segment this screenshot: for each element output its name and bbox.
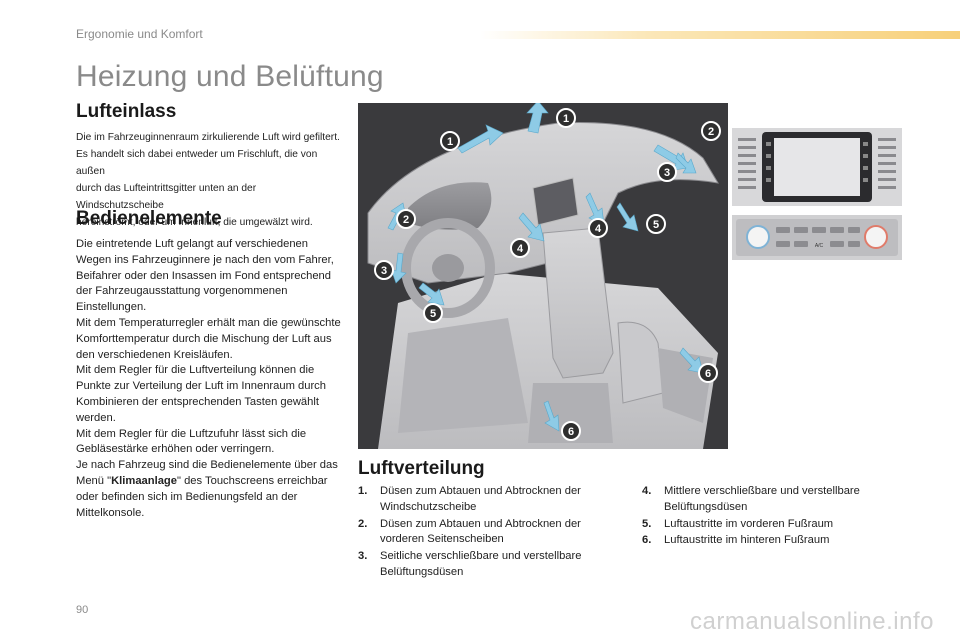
- rear-footwell-left: [528, 383, 613, 443]
- control-panel-photo: A/C: [732, 215, 902, 260]
- section-header: Ergonomie und Komfort: [76, 27, 203, 41]
- arrow-rear-footwell-right: [679, 347, 704, 374]
- controls-text: Die eintretende Luft gelangt auf verschi…: [76, 237, 346, 521]
- left-knob: [746, 225, 770, 249]
- controls-paragraph: Mit dem Regler für die Luftzufuhr lässt …: [76, 427, 307, 456]
- marker-label: 6: [705, 368, 711, 380]
- right-knob: [864, 225, 888, 249]
- list-item: 1.Düsen zum Abtauen und Abtrocknen der W…: [358, 485, 581, 513]
- steering-hub: [432, 254, 464, 282]
- right-vent-slats: [878, 138, 896, 189]
- header-accent-bar: [480, 31, 960, 39]
- air-intake-text: Die im Fahrzeuginnenraum zirkulierende L…: [76, 129, 346, 231]
- list-item: 4.Mittlere verschließbare und verstellba…: [642, 485, 860, 513]
- distribution-list-right: 4.Mittlere verschließbare und verstellba…: [642, 484, 892, 550]
- car-interior-illustration: 1 1 2 2 3 3 4 4 5 5 6 6: [358, 103, 728, 449]
- air-intake-line: Es handelt sich dabei entweder um Frisch…: [76, 149, 318, 177]
- distribution-list-left: 1.Düsen zum Abtauen und Abtrocknen der W…: [358, 484, 618, 582]
- arrow-windscreen-right: [526, 103, 549, 134]
- list-item: 5.Luftaustritte im vorderen Fußraum: [642, 517, 834, 530]
- arrow-windscreen-left: [457, 124, 504, 154]
- list-item: 2.Düsen zum Abtauen und Abtrocknen der v…: [358, 517, 581, 546]
- controls-paragraph: Mit dem Temperaturregler erhält man die …: [76, 316, 341, 361]
- menu-name-climate: Klimaanlage: [111, 474, 177, 487]
- arrow-center-vent-left: [518, 212, 545, 242]
- marker-label: 5: [653, 219, 659, 231]
- marker-label: 2: [403, 214, 409, 226]
- ac-button-label: A/C: [815, 243, 824, 249]
- controls-paragraph: Mit dem Regler für die Luftverteilung kö…: [76, 364, 326, 424]
- callout-markers: 1 1 2 2 3 3 4 4 5 5 6 6: [374, 108, 721, 441]
- marker-label: 2: [708, 126, 714, 138]
- list-item: 3.Seitliche verschließbare und verstellb…: [358, 550, 582, 578]
- marker-label: 4: [595, 223, 602, 235]
- marker-label: 4: [517, 243, 524, 255]
- distribution-heading: Luftverteilung: [358, 458, 485, 479]
- marker-label: 5: [430, 308, 436, 320]
- air-intake-line: Die im Fahrzeuginnenraum zirkulierende L…: [76, 132, 340, 143]
- list-item: 6.Luftaustritte im hinteren Fußraum: [642, 534, 830, 547]
- arrow-rear-footwell-left: [543, 400, 560, 432]
- marker-label: 3: [381, 265, 387, 277]
- touchscreen-photo: [732, 128, 902, 206]
- panel-buttons: [776, 227, 860, 247]
- controls-heading: Bedienelemente: [76, 208, 222, 229]
- marker-label: 1: [447, 136, 453, 148]
- front-footwell: [398, 318, 528, 433]
- instrument-cluster: [408, 182, 492, 230]
- watermark: carmanualsonline.info: [690, 608, 934, 635]
- air-intake-line: hereinströmt, oder um Innenluft, die umg…: [76, 217, 313, 228]
- left-vent-slats: [738, 138, 756, 189]
- steering-wheel: [401, 218, 495, 318]
- screen-display: [774, 138, 860, 196]
- controls-paragraph: Je nach Fahrzeug sind die Bedienelemente…: [76, 459, 338, 519]
- controls-paragraph: Die eintretende Luft gelangt auf verschi…: [76, 238, 334, 314]
- air-intake-line: durch das Lufteintrittsgitter unten an d…: [76, 183, 257, 211]
- airflow-arrows: [387, 103, 704, 432]
- marker-label: 1: [563, 113, 569, 125]
- air-intake-heading: Lufteinlass: [76, 101, 177, 122]
- center-screen: [532, 177, 579, 226]
- page-number: 90: [76, 604, 89, 616]
- arrow-side-vent-left: [390, 252, 407, 284]
- screen-side-buttons: [766, 142, 868, 182]
- page-title: Heizung und Belüftung: [76, 60, 384, 93]
- marker-label: 3: [664, 167, 670, 179]
- arrow-side-vent-right: [675, 152, 697, 174]
- marker-label: 6: [568, 426, 574, 438]
- arrow-front-footwell-right: [616, 202, 639, 232]
